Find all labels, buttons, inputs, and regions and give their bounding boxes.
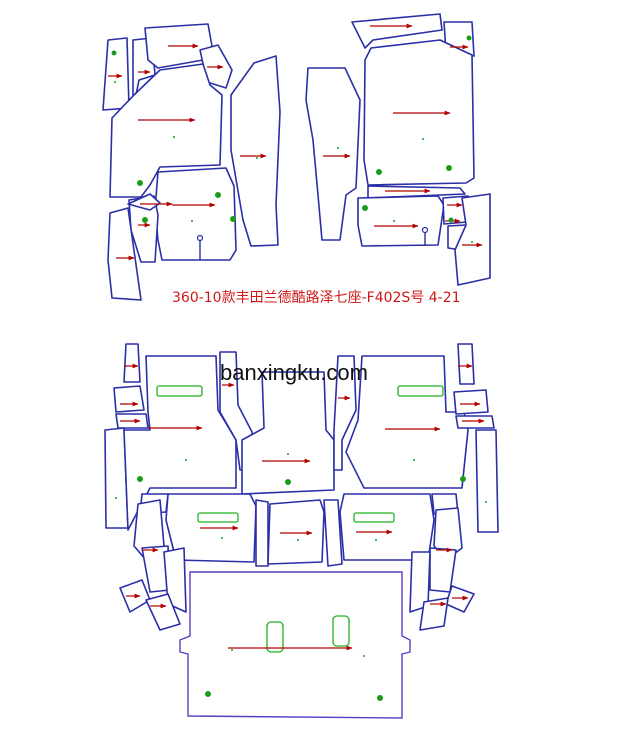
mat-piece xyxy=(419,597,449,631)
registration-markers xyxy=(115,453,487,701)
mat-piece xyxy=(123,343,141,383)
mat-piece xyxy=(241,371,335,495)
mat-piece xyxy=(457,343,475,385)
mat-piece xyxy=(475,429,499,533)
mat-piece xyxy=(454,193,491,286)
mat-piece xyxy=(339,493,435,561)
mat-piece xyxy=(305,67,361,241)
mat-piece xyxy=(123,355,237,531)
mat-piece xyxy=(453,389,489,415)
mat-piece xyxy=(345,355,469,489)
cutout-slots xyxy=(156,385,444,653)
bottom-pattern-set xyxy=(104,343,499,719)
mat-piece xyxy=(154,167,237,261)
mat-piece xyxy=(255,499,269,567)
mat-piece xyxy=(367,185,466,199)
pattern-caption: 360-10款丰田兰德酷路泽七座-F402S号 4-21 xyxy=(172,290,461,306)
trunk-mat xyxy=(179,571,411,719)
mat-piece xyxy=(113,385,145,413)
direction-arrows xyxy=(120,363,485,651)
site-watermark: banxingku.com xyxy=(220,360,368,385)
mat-piece xyxy=(445,585,475,613)
mat-piece xyxy=(351,13,443,49)
mat-piece xyxy=(455,415,495,429)
mat-piece xyxy=(333,355,357,471)
top-pattern-set xyxy=(102,13,491,301)
mat-piece xyxy=(230,55,281,247)
mat-piece xyxy=(145,593,181,631)
mat-piece xyxy=(357,195,445,247)
mat-piece xyxy=(109,63,223,198)
registration-markers xyxy=(111,35,473,243)
mat-piece xyxy=(267,499,325,565)
mat-piece xyxy=(127,193,161,211)
mat-piece xyxy=(102,37,130,111)
mat-piece xyxy=(323,499,343,567)
mat-piece xyxy=(107,207,142,301)
direction-arrows xyxy=(108,23,483,261)
